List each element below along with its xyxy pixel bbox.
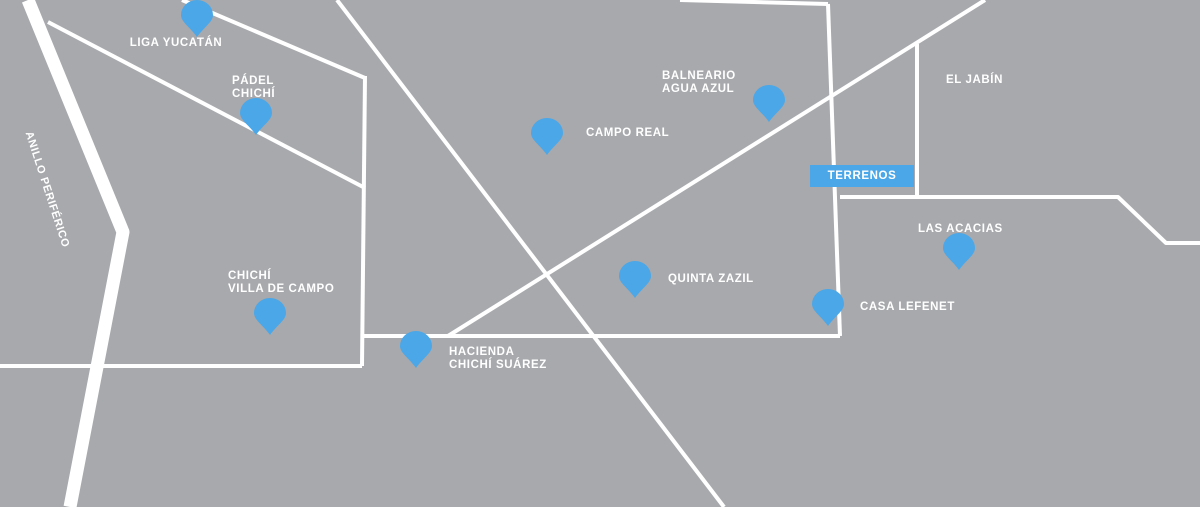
road-west-diagonal bbox=[47, 20, 366, 190]
road-north-top bbox=[679, 0, 829, 6]
label-el-jabin: EL JABÍN bbox=[946, 74, 1003, 86]
label-line: CHICHÍ bbox=[232, 88, 276, 100]
map-pin-icon[interactable] bbox=[942, 233, 976, 271]
label-line: CHICHÍ SUÁREZ bbox=[449, 359, 547, 371]
map-pin-icon[interactable] bbox=[239, 98, 273, 136]
label-line: CHICHÍ bbox=[228, 270, 272, 282]
road-east-horizontal bbox=[840, 195, 1200, 245]
label-quinta-zazil: QUINTA ZAZIL bbox=[668, 273, 754, 285]
map-pin-icon[interactable] bbox=[618, 261, 652, 299]
road-vertical-365 bbox=[360, 75, 367, 367]
map-pin-icon[interactable] bbox=[530, 118, 564, 156]
label-campo-real: CAMPO REAL bbox=[586, 127, 670, 139]
label-las-acacias: LAS ACACIAS bbox=[918, 223, 1003, 235]
label-casa-lefenet: CASA LEFENET bbox=[860, 301, 955, 313]
terrenos-badge[interactable]: TERRENOS bbox=[810, 165, 914, 187]
label-line: AGUA AZUL bbox=[662, 83, 735, 95]
label-line: PÁDEL bbox=[232, 75, 274, 87]
label-padel-chichi: PÁDEL CHICHÍ bbox=[232, 75, 275, 101]
map-pin-icon[interactable] bbox=[180, 0, 214, 38]
label-line: BALNEARIO bbox=[662, 70, 736, 82]
road-long-diagonal bbox=[335, 0, 726, 507]
label-liga-yucatan: LIGA YUCATÁN bbox=[129, 37, 223, 49]
map-pin-icon[interactable] bbox=[752, 85, 786, 123]
map-pin-icon[interactable] bbox=[811, 289, 845, 327]
road-anillo-periferico bbox=[21, 0, 130, 507]
label-balneario-agua-azul: BALNEARIO AGUA AZUL bbox=[662, 70, 736, 96]
map-pin-icon[interactable] bbox=[399, 331, 433, 369]
label-hacienda-chichi-suarez: HACIENDA CHICHÍ SUÁREZ bbox=[449, 346, 547, 372]
label-line: HACIENDA bbox=[449, 346, 515, 358]
label-chichi-villa-de-campo: CHICHÍ VILLA DE CAMPO bbox=[228, 270, 334, 296]
road-northeast-diagonal bbox=[446, 0, 987, 338]
label-line: VILLA DE CAMPO bbox=[228, 283, 335, 295]
map-pin-icon[interactable] bbox=[253, 298, 287, 336]
